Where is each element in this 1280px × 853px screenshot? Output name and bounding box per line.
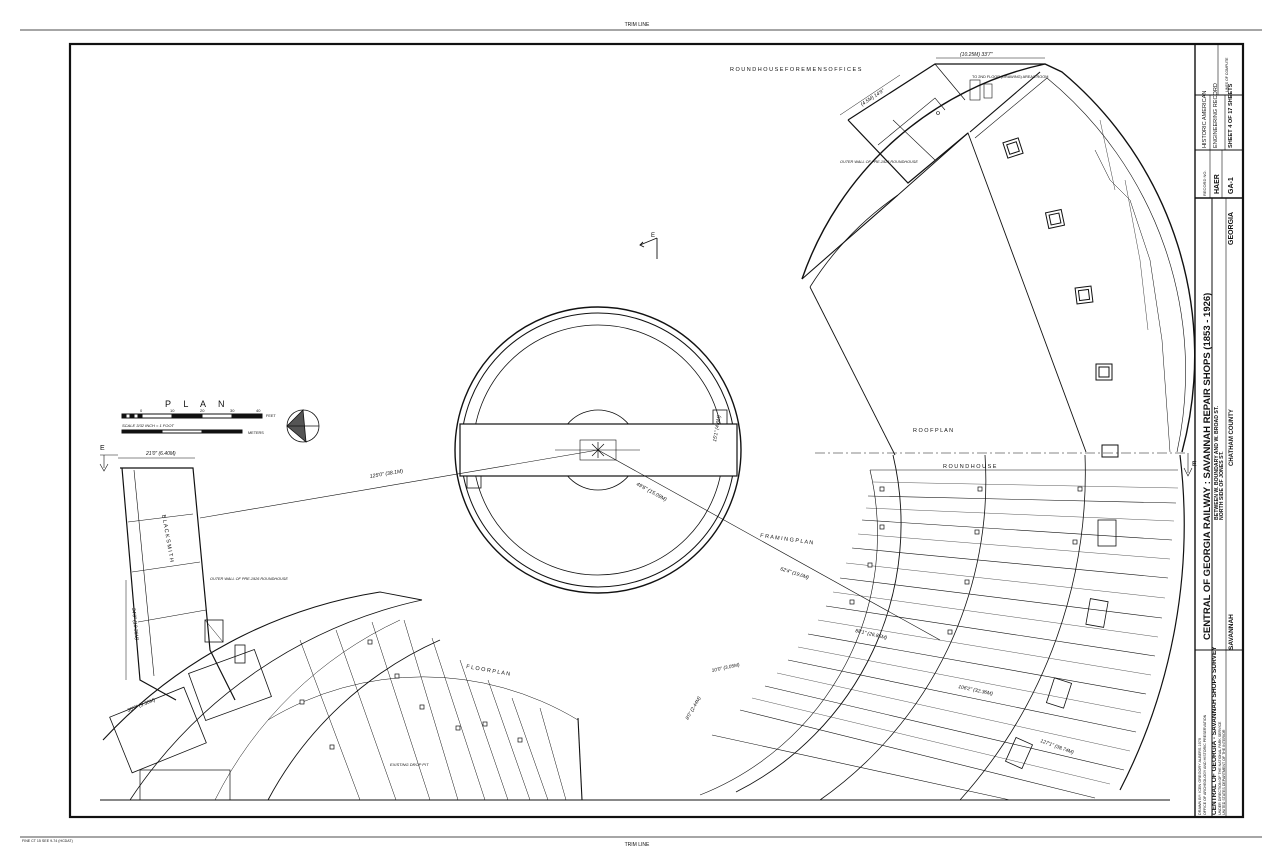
dimension-a: 10'0" (3.05M) <box>711 662 741 674</box>
ring-dimension-2: 88'1" (26.85M) <box>855 628 888 641</box>
column-markers <box>299 486 1083 750</box>
outer-wall-note-left: OUTER WALL OF PRE-1926 ROUNDHOUSE <box>210 577 288 581</box>
roof-skylights <box>1002 137 1119 458</box>
office-line4: UNITED STATES DEPARTMENT OF THE INTERIOR <box>1222 729 1226 815</box>
title-city: SAVANNAH <box>1228 614 1235 650</box>
plan-title: P L A N <box>165 399 230 409</box>
section-line <box>99 452 1193 477</box>
trim-line-top: TRIM LINE <box>625 22 650 28</box>
floor-plan-label: F L O O R P L A N <box>466 664 511 678</box>
scale-bar <box>121 413 263 434</box>
title-main: CENTRAL OF GEORGIA RAILWAY : SAVANNAH RE… <box>1202 293 1213 640</box>
drawn-by: DRAWN BY: ICEN GREGORY ALBERS 1979 <box>1198 738 1202 815</box>
haer-label: HAER <box>1214 174 1221 194</box>
roundhouse-framing-plan <box>699 454 1185 801</box>
scale-meters-label: METERS <box>248 431 264 435</box>
roof-plan-label: R O O F P L A N <box>913 428 953 434</box>
dimension-b: 8'0" (2.44M) <box>685 695 703 721</box>
foremens-office-label: R O U N D H O U S E F O R E M E N S O F … <box>730 67 862 73</box>
scale-feet-label: FEET <box>266 414 276 418</box>
section-mark-right: E <box>1192 461 1197 468</box>
office-line1: OFFICE OF ARCHEOLOGY AND HISTORIC PRESER… <box>1203 714 1207 815</box>
ring-dimension-3: 106'2" (32.36M) <box>958 684 994 697</box>
section-mark-left: E <box>100 445 105 452</box>
blacksmith-top-dimension: 21'0" (6.40M) <box>145 451 176 457</box>
scale-feet-0: 0 <box>140 408 143 413</box>
blacksmith-shop <box>118 457 246 701</box>
title-sub2: NORTH SIDE OF JONES ST. <box>1219 451 1225 520</box>
title-state: GEORGIA <box>1228 212 1235 245</box>
section-flag-letter: E <box>651 233 655 239</box>
ring-dimension-1: 62'4" (19.0M) <box>779 566 809 581</box>
radius-left-dimension: 125'0" (38.1M) <box>369 468 403 480</box>
roundhouse-label: R O U N D H O U S E <box>943 464 997 470</box>
roundhouse-roof-plan <box>801 63 1196 456</box>
scale-feet-10: 10 <box>170 408 175 413</box>
left-bottom-dimension: 30'6" (9.30M) <box>127 697 157 714</box>
blacksmith-side-dimension: 34'0" (10.36M) <box>130 608 139 641</box>
trim-line-bottom: TRIM LINE <box>625 842 650 848</box>
outer-wall-note-right: OUTER WALL OF PRE-1926 ROUNDHOUSE <box>840 160 918 164</box>
north-arrow-icon <box>286 409 320 443</box>
scale-text: SCALE 3/32 INCH = 1 FOOT <box>122 423 174 428</box>
record-label: RECORD NO. <box>1202 170 1207 196</box>
haer-full-1: HISTORIC AMERICAN <box>1202 91 1208 148</box>
title-sub3: CHATHAM COUNTY <box>1229 409 1235 466</box>
scale-feet-30: 30 <box>230 408 235 413</box>
title-sub1: BETWEEN W. BOUNDARY AND W. BROAD ST. <box>1214 406 1220 520</box>
microfilm-stamp: FINE CT 15 SEE 9-74 (HCDAT) <box>22 839 73 843</box>
ring-dimension-4: 127'1" (38.74M) <box>1039 738 1074 756</box>
section-flag-mark <box>639 237 658 259</box>
radius-lines <box>199 449 941 641</box>
office-line2: CENTRAL OF GEORGIA - SAVANNAH SHOPS SURV… <box>1211 646 1218 815</box>
record-number: GA-1 <box>1228 177 1235 194</box>
sheet-border <box>20 29 1262 838</box>
office-line3: UNDER DIRECTION OF THE NATIONAL PARK SER… <box>1218 721 1222 815</box>
haer-full-2: ENGINEERING RECORD <box>1213 83 1219 148</box>
sheet-number: SHEET 4 OF 17 SHEETS <box>1228 83 1234 148</box>
blacksmith-label: B L A C K S M I T H <box>160 514 174 562</box>
foremens-office <box>839 57 1045 184</box>
scale-feet-20: 20 <box>200 408 205 413</box>
scale-feet-40: 40 <box>256 408 261 413</box>
existing-pit-note: EXISTING DROP PIT <box>390 762 429 767</box>
second-floor-note: TO 2ND FLOOR (DRAWING) AREAS ROOM <box>972 75 1048 79</box>
turntable-dimension: 15'1" (4.6M) <box>712 414 723 442</box>
office-top-dimension: (10.25M) 33'7" <box>960 52 993 58</box>
title-block <box>1195 44 1243 817</box>
left-floor-plan <box>102 591 583 801</box>
corner-note: LINES OF COMPUTE <box>1225 57 1229 92</box>
radius-right-dimension: 49'6" (15.09M) <box>635 482 668 504</box>
